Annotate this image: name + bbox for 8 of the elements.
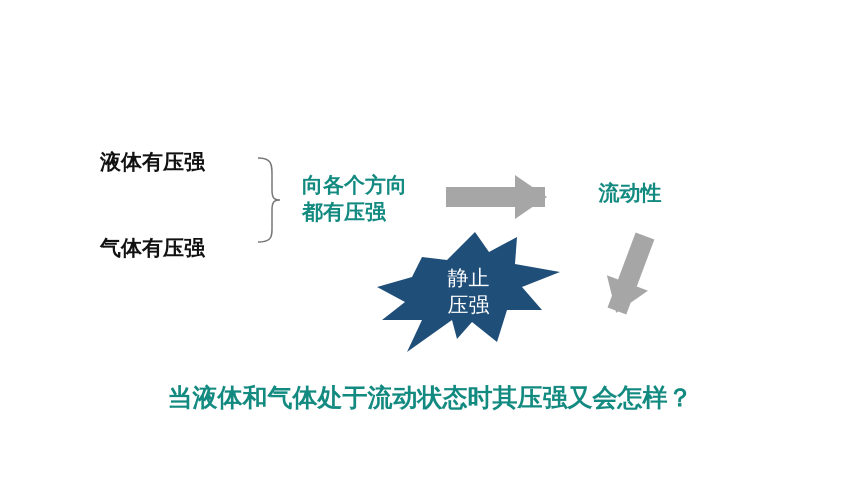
starburst-label: 静止压强	[446, 264, 490, 319]
question-text: 当液体和气体处于流动状态时其压强又会怎样？	[168, 382, 692, 414]
statement-text: 气体有压强	[100, 235, 205, 262]
block-arrow	[606, 232, 654, 314]
conclusion-text: 向各个方向都有压强	[302, 172, 408, 226]
conclusion-text: 流动性	[598, 180, 662, 207]
statement-text: 液体有压强	[100, 149, 205, 176]
block-arrow	[446, 175, 547, 219]
